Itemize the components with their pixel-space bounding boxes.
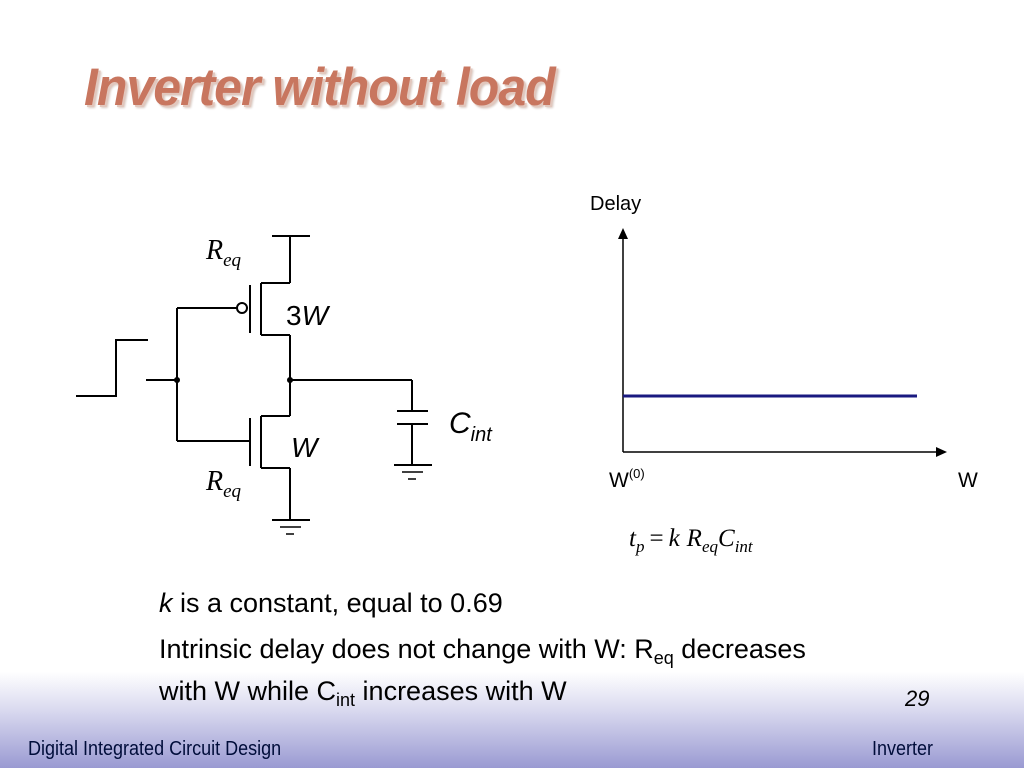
footer-course-title: Digital Integrated Circuit Design [28, 738, 282, 760]
nmos-width-label: W [291, 432, 320, 463]
cap-label: Cint [449, 407, 493, 446]
nmos-req-label: Req [205, 466, 242, 502]
pmos-req-label: Req [205, 235, 242, 271]
bullet-line2-sub: int [336, 690, 356, 710]
bullet-intrinsic-delay-line2: with W while Cint increases with W [159, 676, 567, 710]
page-number: 29 [905, 686, 930, 711]
bullet-k-constant: k is a constant, equal to 0.69 [159, 588, 503, 619]
slide-title: Inverter without load [84, 57, 556, 117]
pmos-width-label: 3W [286, 300, 331, 331]
y-axis-arrowhead [618, 228, 628, 239]
input-step-waveform [76, 339, 148, 397]
bullet-line1-part2: decreases [673, 634, 806, 664]
output-node-dot [287, 377, 293, 383]
bullet-line2-part1: with W while C [159, 676, 337, 706]
input-node-dot [174, 377, 180, 383]
x-origin-label: W(0) [609, 466, 645, 492]
footer-section-title: Inverter [872, 738, 934, 760]
bullet-line2-part2: increases with W [355, 676, 567, 706]
bullet-line1-part1: Intrinsic delay does not change with W: … [159, 634, 654, 664]
bullet-line1-sub: eq [653, 648, 674, 668]
x-axis-label: W [958, 469, 978, 492]
bullet-k-text: is a constant, equal to 0.69 [172, 588, 503, 618]
bullet-intrinsic-delay-line1: Intrinsic delay does not change with W: … [159, 634, 806, 668]
y-axis-label: Delay [590, 193, 641, 215]
pmos-gate-bubble [236, 302, 248, 314]
schematic-nodes [174, 377, 293, 383]
bullet-k-symbol: k [159, 588, 173, 618]
footer-band [0, 672, 1024, 768]
inverter-schematic [76, 235, 432, 535]
x-axis-arrowhead [936, 447, 947, 457]
